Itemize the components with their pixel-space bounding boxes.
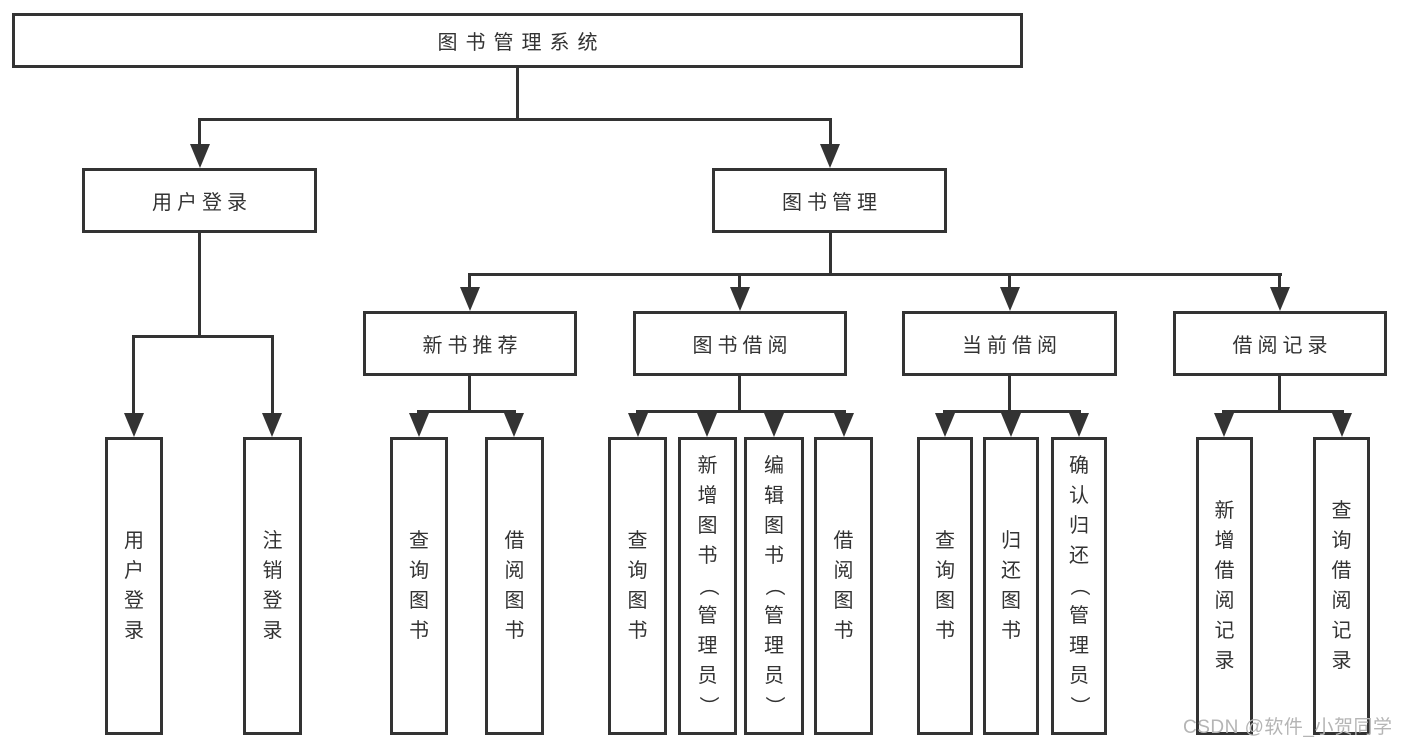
connector-line: [271, 335, 274, 413]
connector-line: [1222, 410, 1344, 413]
arrow-down-icon: [1270, 287, 1290, 311]
leaf-query-books-recommend-label: 查询图书: [409, 530, 429, 642]
arrow-down-icon: [730, 287, 750, 311]
leaf-return-book: 归还图书: [983, 437, 1039, 735]
connector-line: [417, 410, 516, 413]
node-borrow-records-label: 借阅记录: [1232, 335, 1333, 357]
node-user-login-label: 用户登录: [152, 192, 252, 214]
connector-line: [198, 118, 832, 121]
connector-line: [1008, 273, 1011, 287]
leaf-confirm-return-admin-label: 确认归还（管理员）: [1068, 455, 1090, 716]
node-current-borrow: 当前借阅: [902, 311, 1117, 376]
leaf-edit-book-admin: 编辑图书（管理员）: [744, 437, 804, 735]
node-user-login: 用户登录: [82, 168, 317, 233]
connector-line: [738, 273, 741, 287]
leaf-user-login-label: 用户登录: [124, 530, 144, 642]
leaf-query-borrow-record: 查询借阅记录: [1313, 437, 1370, 735]
arrow-down-icon: [764, 413, 784, 437]
connector-line: [943, 410, 1081, 413]
arrow-down-icon: [1332, 413, 1352, 437]
node-borrow-records: 借阅记录: [1173, 311, 1387, 376]
leaf-borrow-books-label: 借阅图书: [833, 530, 854, 642]
arrow-down-icon: [1001, 413, 1021, 437]
leaf-return-book-label: 归还图书: [1001, 530, 1021, 642]
arrow-down-icon: [820, 144, 840, 168]
connector-line: [198, 233, 201, 335]
leaf-edit-book-admin-label: 编辑图书（管理员）: [763, 455, 785, 716]
connector-line: [829, 118, 832, 144]
watermark: CSDN @软件_小贺同学: [1183, 717, 1393, 738]
arrow-down-icon: [1214, 413, 1234, 437]
connector-line: [468, 273, 1282, 276]
connector-line: [1008, 376, 1011, 410]
node-book-borrow-label: 图书借阅: [692, 335, 793, 357]
leaf-confirm-return-admin: 确认归还（管理员）: [1051, 437, 1107, 735]
arrow-down-icon: [124, 413, 144, 437]
node-book-management: 图书管理: [712, 168, 947, 233]
arrow-down-icon: [697, 413, 717, 437]
connector-line: [468, 273, 471, 287]
node-library-system: 图书管理系统: [12, 13, 1023, 68]
leaf-query-borrow-record-label: 查询借阅记录: [1331, 500, 1352, 672]
leaf-query-books-borrow: 查询图书: [608, 437, 667, 735]
leaf-borrow-books: 借阅图书: [814, 437, 873, 735]
connector-line: [738, 376, 741, 410]
arrow-down-icon: [460, 287, 480, 311]
connector-line: [829, 233, 832, 273]
leaf-borrow-books-recommend: 借阅图书: [485, 437, 544, 735]
arrow-down-icon: [935, 413, 955, 437]
arrow-down-icon: [409, 413, 429, 437]
connector-line: [132, 335, 274, 338]
leaf-logout: 注销登录: [243, 437, 302, 735]
arrow-down-icon: [834, 413, 854, 437]
leaf-borrow-books-recommend-label: 借阅图书: [504, 530, 525, 642]
connector-line: [132, 335, 135, 413]
leaf-user-login: 用户登录: [105, 437, 163, 735]
arrow-down-icon: [1069, 413, 1089, 437]
node-book-management-label: 图书管理: [782, 192, 882, 214]
node-library-system-label: 图书管理系统: [437, 32, 606, 54]
leaf-add-book-admin-label: 新增图书（管理员）: [696, 455, 719, 716]
leaf-query-books-current: 查询图书: [917, 437, 973, 735]
node-new-book-recommend: 新书推荐: [363, 311, 577, 376]
leaf-query-books-recommend: 查询图书: [390, 437, 448, 735]
connector-line: [1278, 273, 1281, 287]
node-current-borrow-label: 当前借阅: [962, 335, 1062, 357]
leaf-add-book-admin: 新增图书（管理员）: [678, 437, 737, 735]
leaf-add-borrow-record-label: 新增借阅记录: [1214, 500, 1235, 672]
arrow-down-icon: [628, 413, 648, 437]
connector-line: [1278, 376, 1281, 410]
leaf-logout-label: 注销登录: [262, 530, 283, 642]
arrow-down-icon: [190, 144, 210, 168]
node-book-borrow: 图书借阅: [633, 311, 847, 376]
connector-line: [516, 68, 519, 118]
leaf-add-borrow-record: 新增借阅记录: [1196, 437, 1253, 735]
connector-line: [198, 118, 201, 144]
arrow-down-icon: [1000, 287, 1020, 311]
arrow-down-icon: [262, 413, 282, 437]
connector-line: [468, 376, 471, 410]
leaf-query-books-current-label: 查询图书: [935, 530, 955, 642]
arrow-down-icon: [504, 413, 524, 437]
connector-line: [636, 410, 846, 413]
leaf-query-books-borrow-label: 查询图书: [627, 530, 648, 642]
node-new-book-recommend-label: 新书推荐: [422, 335, 523, 357]
